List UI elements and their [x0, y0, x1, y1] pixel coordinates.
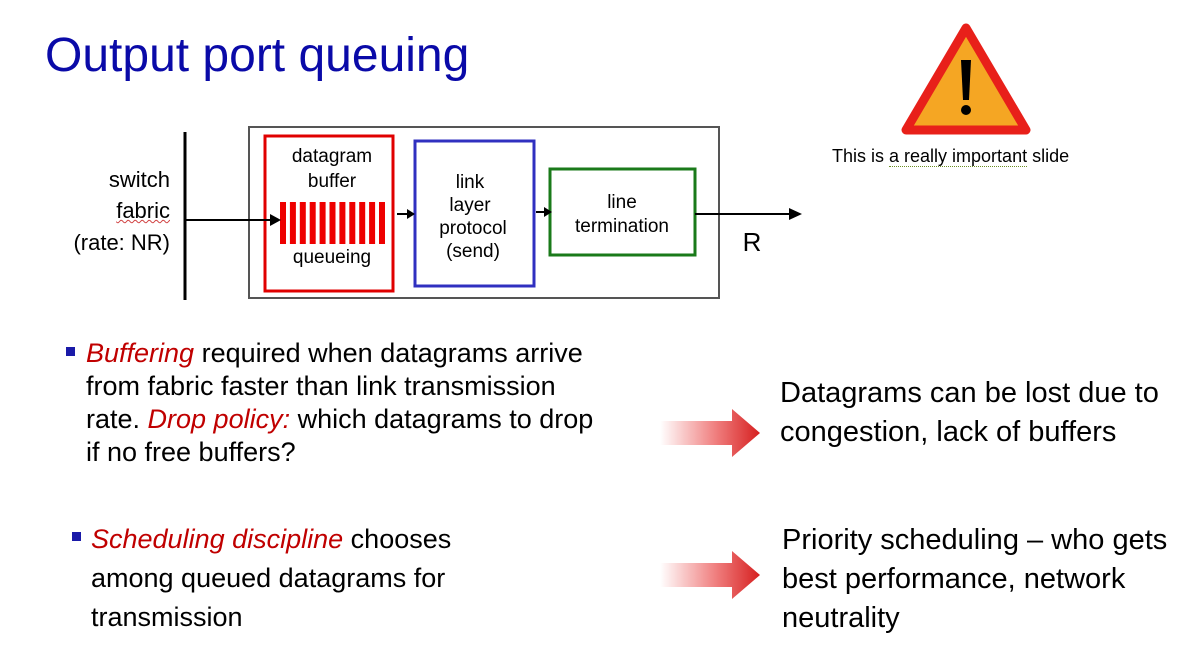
buffer-to-link-arrow: [397, 209, 415, 219]
fabric-label-2: fabric: [116, 198, 170, 223]
bullet-marker: [72, 532, 81, 541]
queue-bar: [349, 202, 356, 244]
queue-bars: [280, 202, 385, 244]
fabric-to-buffer-arrow: [186, 214, 281, 226]
note-lost-datagrams: Datagrams can be lost due to congestion,…: [780, 377, 1159, 448]
note-arrow-1: [660, 409, 760, 457]
queue-bar: [319, 202, 326, 244]
queue-bar: [359, 202, 366, 244]
queue-bar: [369, 202, 376, 244]
note-arrow-2: [660, 551, 760, 599]
bullet-marker: [66, 347, 75, 356]
link-to-line-arrow: [536, 207, 552, 217]
queue-bar: [339, 202, 346, 244]
queue-bar: [379, 202, 385, 244]
link-label-1: link: [456, 172, 485, 193]
queue-bar: [299, 202, 306, 244]
queue-bar: [289, 202, 296, 244]
warning-caption: This is a really important slide: [832, 146, 1070, 167]
link-label-2: layer: [449, 195, 491, 216]
line-term-label-2: termination: [575, 216, 669, 237]
queue-bar: [309, 202, 316, 244]
buffer-label-2: buffer: [308, 171, 357, 192]
warning-icon: [901, 23, 1031, 135]
slide-title: Output port queuing: [45, 29, 470, 82]
bullet-buffering: Buffering required when datagrams arrive…: [86, 338, 594, 467]
queue-bar: [280, 202, 286, 244]
line-term-label-1: line: [607, 192, 637, 213]
rate-label: R: [743, 227, 762, 257]
fabric-label-1: switch: [108, 167, 170, 192]
link-label-4: (send): [446, 241, 500, 262]
fabric-label-3: (rate: NR): [73, 230, 170, 255]
queueing-label: queueing: [293, 247, 371, 268]
bullet-scheduling: Scheduling discipline chooses among queu…: [91, 524, 452, 632]
link-label-3: protocol: [439, 218, 507, 239]
queue-bar: [329, 202, 336, 244]
datagram-buffer-box: [263, 134, 395, 293]
output-port-box: [248, 126, 720, 299]
buffer-label-1: datagram: [292, 146, 372, 167]
note-priority-scheduling: Priority scheduling – who gets best perf…: [782, 524, 1168, 634]
link-layer-box: [413, 139, 536, 288]
output-arrow: [695, 208, 802, 220]
